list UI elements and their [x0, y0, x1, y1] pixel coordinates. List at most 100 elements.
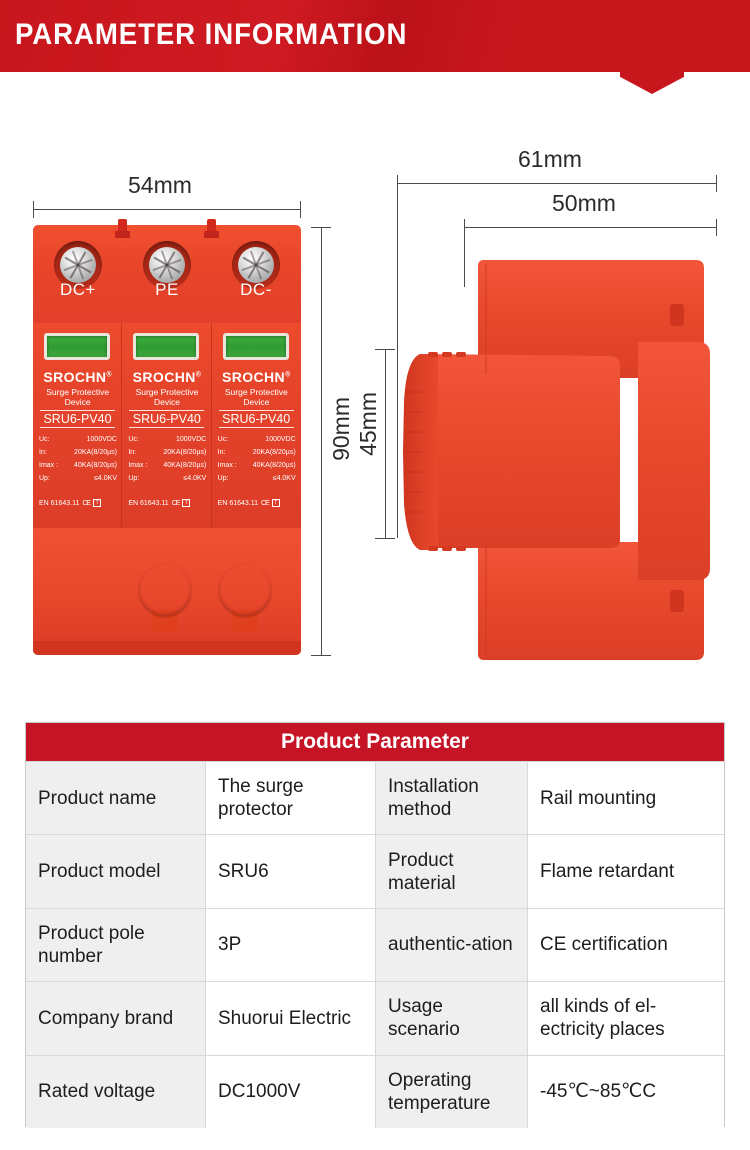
- product-subtitle: Surge Protective Device: [122, 387, 211, 407]
- label-spec-list: Uc: 1000VDC In: 20KA(8/20µs) Imax : 40KA…: [39, 433, 117, 485]
- row-value-2: Flame retardant: [528, 835, 724, 908]
- screw-head-cross-icon: [149, 247, 185, 283]
- spec-value: 1000VDC: [86, 436, 117, 443]
- front-view-pole-modules: SROCHN® Surge Protective Device SRU6-PV4…: [33, 323, 301, 528]
- label-spec-row: Up: ≤4.0KV: [218, 472, 296, 485]
- terminal-screw-pe: [137, 241, 197, 293]
- spec-value: 1000VDC: [265, 436, 296, 443]
- mounting-tab-left: [115, 219, 130, 238]
- ce-mark-icon: CE: [171, 499, 181, 507]
- base-terminal-right: [219, 564, 271, 616]
- table-title: Product Parameter: [281, 730, 469, 753]
- side-main-body: [410, 354, 620, 548]
- table-row: Company brand Shuorui Electric Usage sce…: [26, 981, 724, 1055]
- product-side-view: [398, 242, 716, 662]
- label-spec-list: Uc: 1000VDC In: 20KA(8/20µs) Imax : 40KA…: [128, 433, 206, 485]
- brand-logo: SROCHN®: [212, 369, 301, 385]
- pole-module: SROCHN® Surge Protective Device SRU6-PV4…: [33, 323, 123, 528]
- din-rail-notch-top: [670, 304, 684, 326]
- product-diagram-area: 54mm 90mm 61mm 50mm 45mm: [0, 72, 750, 702]
- table-row: Product pole number 3P authentic-ation C…: [26, 907, 724, 982]
- front-width-dimension-label: 54mm: [128, 172, 192, 198]
- front-height-tick-bottom: [311, 655, 331, 656]
- label-spec-row: Uc: 1000VDC: [218, 433, 296, 446]
- standard-text: EN 61643.11: [217, 499, 259, 507]
- spec-key: In:: [128, 449, 137, 456]
- product-model-label: SRU6-PV40: [129, 410, 205, 428]
- row-label-2: Product material: [376, 835, 528, 908]
- side-outer-width-dimension-line: [397, 183, 717, 184]
- front-width-tick-left: [33, 201, 34, 218]
- side-outer-left-extension-line: [397, 183, 398, 538]
- side-inner-width-dimension-label: 50mm: [552, 190, 616, 216]
- label-spec-row: Up: ≤4.0KV: [128, 472, 206, 485]
- page-header-banner: PARAMETER INFORMATION: [0, 0, 750, 72]
- spec-key: Uc:: [128, 436, 139, 443]
- spec-key: Up:: [39, 475, 50, 482]
- row-value-2: -45℃~85℃C: [528, 1055, 724, 1128]
- row-label-2: authentic-ation: [376, 908, 528, 982]
- terminal-label-dcplus: DC+: [60, 280, 96, 299]
- spec-key: Uc:: [217, 436, 229, 443]
- terminal-label-dcminus: DC-: [240, 280, 272, 299]
- row-label-1: Rated voltage: [26, 1055, 206, 1128]
- label-spec-row: Up: ≤4.0KV: [39, 472, 117, 485]
- registered-mark-icon: ®: [106, 371, 112, 379]
- product-subtitle: Surge Protective Device: [33, 387, 122, 407]
- front-view-terminal-block: DC+ PE DC-: [33, 219, 301, 323]
- registered-mark-icon: ®: [285, 371, 291, 379]
- side-view-silhouette: [403, 260, 710, 660]
- brand-logo-text: SROCHN: [43, 369, 107, 385]
- spec-key: Imax :: [217, 462, 237, 469]
- label-spec-row: In: 20KA(8/20µs): [39, 446, 117, 459]
- product-subtitle-line1: Surge Protective: [135, 387, 199, 397]
- spec-key: In:: [217, 449, 226, 456]
- row-label-1: Product pole number: [26, 908, 206, 982]
- label-spec-row: Imax : 40KA(8/20µs): [218, 459, 296, 472]
- label-spec-row: Imax : 40KA(8/20µs): [128, 459, 206, 472]
- mounting-tab-right: [204, 219, 219, 238]
- side-height-dimension-line: [385, 349, 386, 538]
- terminal-label-pe: PE: [155, 280, 179, 299]
- knob-stem-left: [152, 610, 178, 632]
- table-row: Rated voltage DC1000V Operating temperat…: [26, 1054, 724, 1128]
- spec-value: ≤4.0KV: [183, 475, 207, 482]
- product-model-label: SRU6-PV40: [40, 410, 115, 428]
- product-model-label: SRU6-PV40: [218, 410, 294, 428]
- ce-mark-icon: CE: [82, 499, 91, 507]
- base-terminal-left: [139, 564, 191, 616]
- knob-stem-right: [232, 610, 258, 632]
- spec-value: 40KA(8/20µs): [252, 462, 296, 469]
- front-view-base-block: [33, 528, 301, 655]
- front-height-tick-top: [311, 227, 331, 228]
- side-outer-width-dimension-label: 61mm: [518, 146, 582, 172]
- row-value-1: Shuorui Electric: [206, 982, 376, 1055]
- row-value-1: SRU6: [206, 835, 376, 908]
- label-standard-row: EN 61643.11 CE T: [39, 499, 119, 507]
- row-value-2: all kinds of el-ectricity places: [528, 982, 724, 1055]
- spec-value: 20KA(8/20µs): [163, 449, 207, 456]
- side-height-dimension-label: 45mm: [355, 392, 381, 456]
- side-inner-left-extension-line: [464, 227, 465, 287]
- spec-value: 1000VDC: [175, 436, 207, 443]
- row-value-2: CE certification: [528, 908, 724, 982]
- row-label-2: Usage scenario: [376, 982, 528, 1055]
- label-spec-row: In: 20KA(8/20µs): [128, 446, 206, 459]
- product-parameter-table: Product Parameter Product name The surge…: [25, 722, 725, 1128]
- tuv-mark-icon: T: [271, 499, 280, 507]
- row-label-1: Product model: [26, 835, 206, 908]
- spec-key: Up:: [217, 475, 229, 482]
- standard-text: EN 61643.11: [39, 499, 80, 507]
- label-standard-row: EN 61643.11 CE T: [128, 499, 208, 507]
- spec-value: ≤4.0KV: [272, 475, 296, 482]
- label-standard-row: EN 61643.11 CE T: [218, 499, 298, 507]
- registered-mark-icon: ®: [195, 371, 202, 379]
- product-subtitle-line2: Device: [154, 397, 180, 407]
- status-indicator-window: [222, 333, 289, 360]
- spec-value: 40KA(8/20µs): [163, 462, 207, 469]
- ce-mark-icon: CE: [261, 499, 270, 507]
- product-subtitle-line2: Device: [243, 397, 270, 407]
- row-label-1: Company brand: [26, 982, 206, 1055]
- front-width-tick-right: [300, 201, 301, 218]
- standard-text: EN 61643.11: [128, 499, 169, 507]
